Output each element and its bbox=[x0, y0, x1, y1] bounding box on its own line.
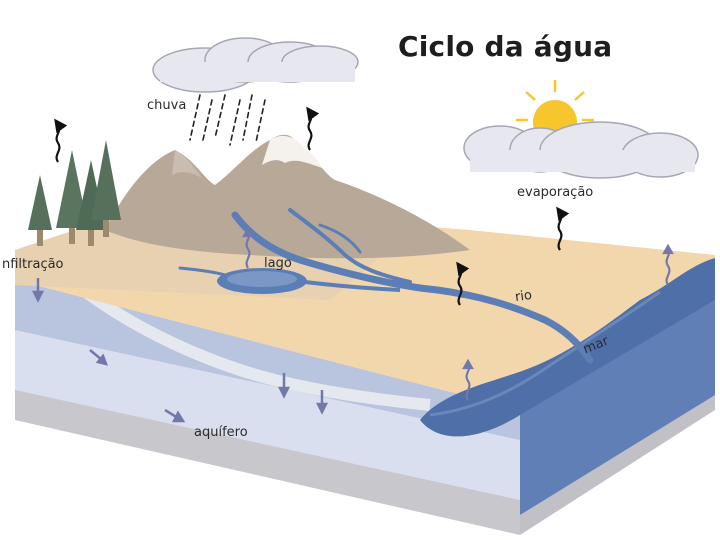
rain-drop-icon bbox=[229, 99, 241, 146]
tree-icon bbox=[56, 150, 88, 244]
label-infiltration: nfiltração bbox=[2, 257, 64, 272]
terrain-block bbox=[15, 205, 715, 535]
flow-arrow-icon bbox=[31, 278, 45, 303]
rain-cloud bbox=[152, 37, 359, 93]
sea bbox=[420, 258, 715, 437]
evaporation-arrows-light bbox=[242, 226, 674, 401]
river-tributary bbox=[178, 266, 227, 277]
rain-drop-icon bbox=[242, 94, 253, 141]
river-tributary bbox=[288, 208, 412, 284]
rain bbox=[189, 94, 266, 146]
flow-arrow-icon bbox=[89, 349, 109, 366]
vapor-arrow-icon bbox=[556, 206, 570, 251]
diagram-title: Ciclo da água bbox=[398, 30, 613, 63]
rock-stratum bbox=[66, 275, 431, 411]
mountain-ridge bbox=[172, 150, 202, 178]
mountain-range bbox=[105, 134, 470, 259]
vapor-arrows bbox=[54, 106, 570, 306]
rain-drop-icon bbox=[255, 99, 266, 143]
mountain-snowcap bbox=[262, 135, 322, 168]
vapor-arrow-icon bbox=[306, 106, 320, 151]
river-system bbox=[178, 208, 594, 364]
label-aquifer: aquífero bbox=[194, 425, 248, 440]
river-tributary bbox=[318, 223, 362, 254]
mountains bbox=[105, 134, 470, 259]
flow-arrow-icon bbox=[315, 390, 329, 415]
label-lake: lago bbox=[264, 256, 292, 271]
river bbox=[231, 211, 594, 364]
flow-arrows bbox=[31, 278, 329, 423]
label-evaporation: evaporação bbox=[517, 185, 594, 200]
vapor-arrow-icon bbox=[54, 118, 68, 163]
label-river: rio bbox=[514, 287, 533, 306]
label-rain: chuva bbox=[147, 98, 187, 113]
rain-drop-icon bbox=[214, 94, 226, 139]
rain-drop-icon bbox=[202, 99, 213, 141]
evaporation-cloud bbox=[463, 80, 699, 179]
lake-surface bbox=[227, 271, 297, 287]
flow-arrow-icon bbox=[164, 408, 186, 423]
cloud-icon bbox=[152, 37, 359, 93]
tree-icon bbox=[28, 175, 52, 246]
flow-arrow-icon bbox=[277, 373, 291, 399]
tree-icon bbox=[91, 140, 121, 237]
vapor-arrow-icon bbox=[456, 261, 470, 306]
rain-drop-icon bbox=[189, 94, 201, 141]
cloud-icon bbox=[463, 121, 699, 179]
forest bbox=[28, 140, 121, 246]
sea-side-face bbox=[520, 285, 715, 515]
lake-outflow bbox=[304, 280, 401, 292]
sea-wave bbox=[429, 290, 661, 417]
